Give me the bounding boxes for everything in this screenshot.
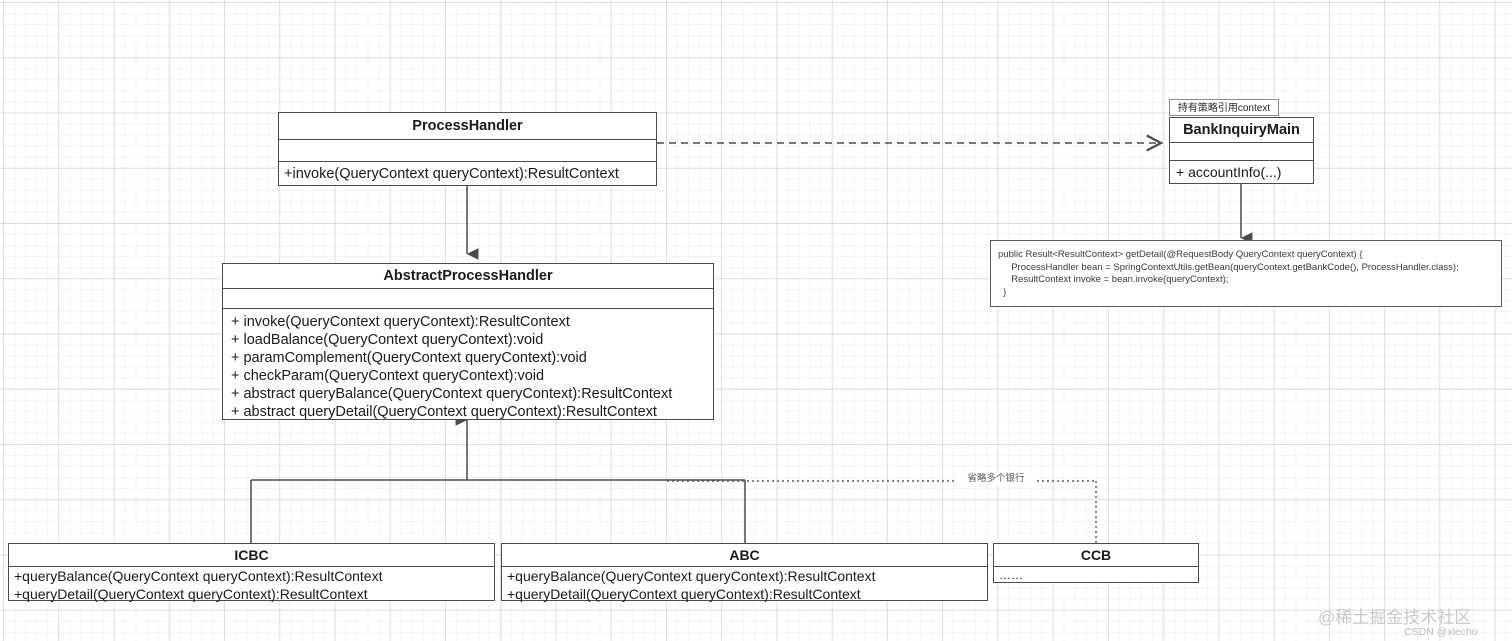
method-row: +invoke(QueryContext queryContext):Resul… — [284, 166, 619, 182]
method-row: +queryBalance(QueryContext queryContext)… — [507, 568, 876, 584]
stereotype-label-bankinquirymain: 持有策略引用context — [1169, 99, 1279, 116]
method-row: + paramComplement(QueryContext queryCont… — [231, 350, 587, 366]
class-title-process-handler: ProcessHandler — [412, 118, 523, 134]
class-box-icbc[interactable]: ICBC +queryBalance(QueryContext queryCon… — [8, 543, 495, 602]
method-row: +queryDetail(QueryContext queryContext):… — [14, 585, 368, 602]
class-methods-icbc: +queryBalance(QueryContext queryContext)… — [9, 566, 494, 602]
edge-omitted-banks-to-ccb — [667, 480, 1097, 543]
method-row: +queryBalance(QueryContext queryContext)… — [14, 568, 383, 584]
class-box-abstract-process-handler[interactable]: AbstractProcessHandler + invoke(QueryCon… — [222, 263, 714, 420]
class-title-abstract-process-handler: AbstractProcessHandler — [383, 268, 553, 284]
class-methods-abstract-process-handler: + invoke(QueryContext queryContext):Resu… — [223, 308, 713, 421]
class-title-abc: ABC — [729, 547, 760, 563]
edge-generalization-tree — [250, 414, 746, 543]
method-row: …… — [999, 568, 1023, 582]
class-methods-process-handler: +invoke(QueryContext queryContext):Resul… — [279, 161, 656, 187]
code-line: ProcessHandler bean = SpringContextUtils… — [998, 261, 1459, 273]
class-title-icbc: ICBC — [234, 547, 269, 563]
class-box-process-handler[interactable]: ProcessHandler +invoke(QueryContext quer… — [278, 112, 657, 186]
method-row: + loadBalance(QueryContext queryContext)… — [231, 332, 544, 348]
class-attributes-bank-inquiry-main — [1170, 142, 1313, 160]
code-note-box: public Result<ResultContext> getDetail(@… — [990, 240, 1502, 307]
class-methods-bank-inquiry-main: + accountInfo(...) — [1170, 160, 1313, 182]
method-row: + invoke(QueryContext queryContext):Resu… — [231, 314, 570, 330]
class-title-ccb: CCB — [1080, 547, 1112, 563]
class-box-abc[interactable]: ABC +queryBalance(QueryContext queryCont… — [501, 543, 988, 602]
class-title-bank-inquiry-main: BankInquiryMain — [1183, 122, 1300, 138]
method-row: + accountInfo(...) — [1176, 164, 1282, 180]
class-methods-ccb: …… — [994, 566, 1198, 584]
class-box-ccb[interactable]: CCB …… — [993, 543, 1199, 583]
class-attributes-process-handler — [279, 139, 656, 161]
method-row: + checkParam(QueryContext queryContext):… — [231, 368, 545, 384]
watermark-author: CSDN @xlecho — [1404, 626, 1478, 638]
code-line: } — [998, 286, 1007, 298]
class-attributes-abstract-process-handler — [223, 288, 713, 308]
method-row: + abstract queryDetail(QueryContext quer… — [231, 404, 657, 420]
code-line: ResultContext invoke = bean.invoke(query… — [998, 274, 1229, 285]
class-methods-abc: +queryBalance(QueryContext queryContext)… — [502, 566, 987, 602]
edge-label-omitted-banks: 省略多个银行 — [957, 472, 1035, 486]
method-row: +queryDetail(QueryContext queryContext):… — [507, 585, 861, 602]
class-box-bank-inquiry-main[interactable]: BankInquiryMain + accountInfo(...) — [1169, 117, 1314, 184]
watermark-brand: @稀土掘金技术社区 — [1318, 608, 1472, 627]
code-line: public Result<ResultContext> getDetail(@… — [998, 249, 1363, 260]
method-row: + abstract queryBalance(QueryContext que… — [231, 386, 673, 402]
